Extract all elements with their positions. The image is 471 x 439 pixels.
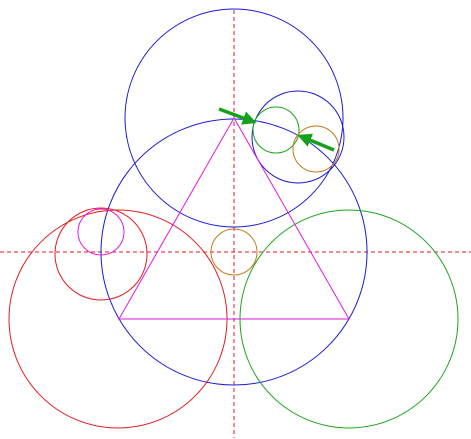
magenta-small-circle — [77, 208, 125, 256]
blue-small-right-circle — [251, 90, 345, 184]
orange-small-circle-right — [292, 125, 340, 173]
orange-center-circle — [210, 228, 258, 276]
green-small-circle — [252, 106, 300, 154]
magenta-triangle — [118, 116, 350, 320]
blue-top-circle — [124, 8, 344, 228]
green-arrow-left — [218, 107, 257, 125]
green-arrow-right — [297, 133, 335, 152]
diagram-layer — [0, 8, 471, 438]
red-small-circle — [54, 207, 148, 301]
